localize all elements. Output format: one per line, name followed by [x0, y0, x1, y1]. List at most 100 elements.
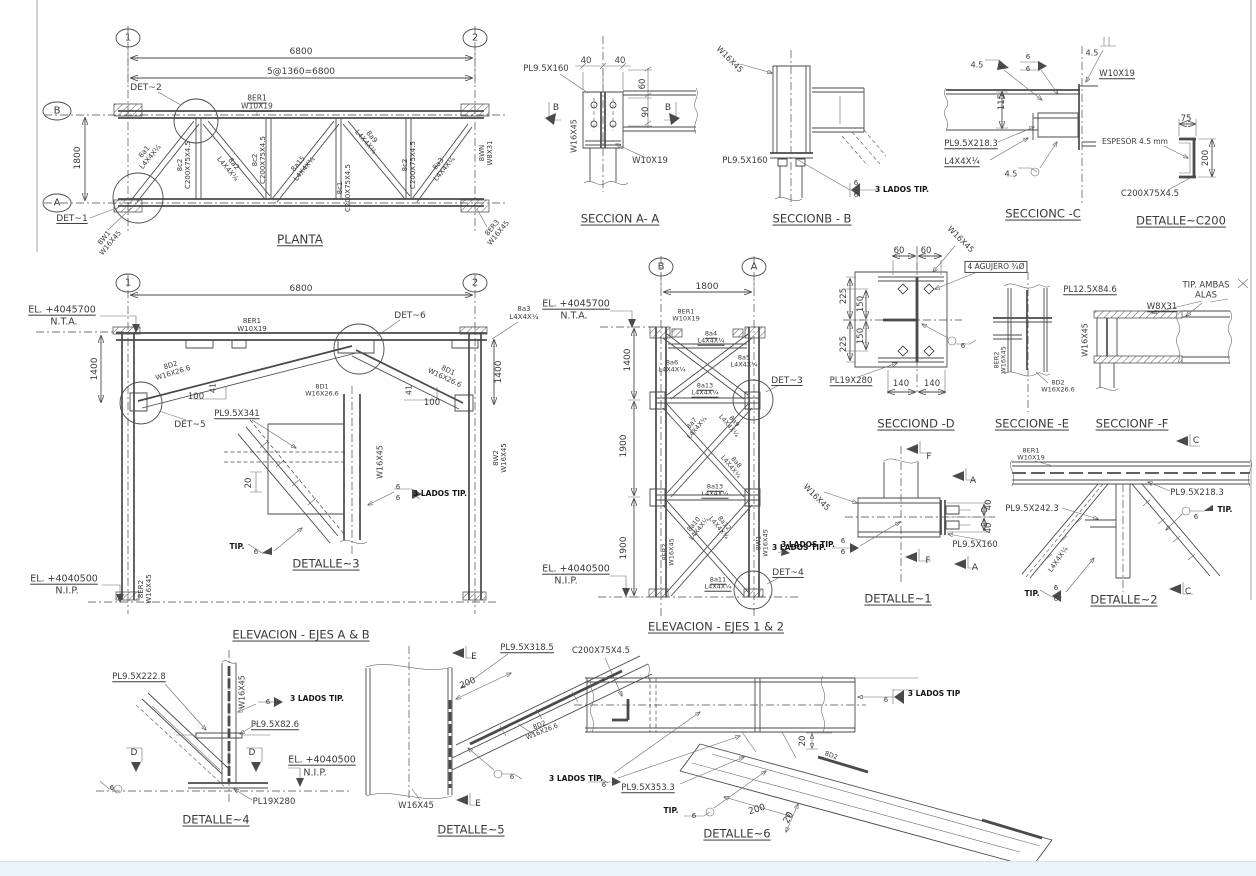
title-detalle-3: DETALLE~3 — [292, 556, 360, 571]
weld-6-secbb-bot: 6 — [853, 191, 859, 200]
seccion-ee-linework — [993, 272, 1052, 412]
weld-6-det6-left: 6 — [601, 781, 607, 790]
label-nip-12: N.I.P. — [554, 575, 578, 587]
seccion-dd-linework — [843, 246, 976, 394]
dim-115-seccc: 115 — [997, 93, 1008, 111]
weld-3lados-det6-right: 3 LADOS TIP — [907, 688, 961, 698]
weld-tip-det6: TIP. — [663, 805, 679, 815]
det1-callout: DET~1 — [56, 213, 88, 224]
weld-45-seccc-bottom: 4.5 — [1004, 169, 1018, 179]
label-el-4040500-12: EL. +4040500 — [542, 563, 610, 575]
det2-circle — [174, 99, 218, 143]
weld-6-det3-left: 6 — [253, 548, 259, 557]
title-elev-12: ELEVACION - EJES 1 & 2 — [647, 619, 785, 634]
weld-3lados-det4: 3 LADOS TIP. — [290, 693, 344, 703]
label-pl95x160-det1: PL9.5X160 — [952, 540, 998, 551]
grid-bubble-1-plan: 1 — [124, 32, 132, 44]
grid-bubble-1-elev: 1 — [124, 277, 132, 289]
label-w16x45-det3: W16X45 — [375, 445, 385, 479]
label-el-4045700-12: EL. +4045700 — [542, 298, 610, 310]
elevacion-12-linework — [598, 256, 800, 616]
cut-f-top-det1: F — [926, 451, 932, 462]
weld-3lados-det3: 3 LADOS TIP. — [413, 488, 467, 498]
weld-6-det2-left-bot: 6 — [1053, 595, 1059, 604]
dim-20-det3: 20 — [244, 477, 255, 489]
label-c200-det6: C200X75X4.5 — [571, 646, 631, 657]
slope-41-right: 41 — [404, 384, 414, 396]
det1-circle — [113, 173, 163, 223]
cut-e-top-det5: E — [471, 651, 477, 662]
tag-8er2-elev12: 8ER2 W16X45 — [660, 538, 676, 566]
tag-8a3-elevab: 8a3 L4X4X¼ — [509, 305, 539, 321]
label-pl95x826: PL9.5X82.6 — [250, 720, 300, 731]
detalle-6-linework — [574, 658, 1052, 867]
label-w10x19-secaa: W10X19 — [632, 156, 668, 167]
label-w10x19-seccc: W10X19 — [1099, 69, 1135, 80]
title-detalle-2: DETALLE~2 — [1090, 592, 1158, 607]
tag-8a5: 8a5 L4X4X¼ — [730, 353, 758, 369]
tag-8d1-det3: 8D1 W16X26.6 — [305, 382, 339, 398]
tag-8w1-elev12: 8W1 W16X45 — [754, 529, 770, 557]
label-tip-ambas: TIP. AMBAS ALAS — [1182, 280, 1230, 300]
tag-8a13-upper: 8a13 L4X4X¼ — [691, 381, 719, 397]
cut-d-right-det4: D — [248, 747, 256, 758]
label-pl95x341: PL9.5X341 — [214, 409, 260, 420]
label-pl95x2423: PL9.5X242.3 — [1005, 504, 1059, 515]
label-c200-profile: C200X75X4.5 — [1120, 189, 1180, 200]
seccion-ff-linework — [1094, 279, 1248, 390]
label-pl19x280-det4: PL19X280 — [252, 797, 296, 808]
weld-3lados-det1: 3 LADOS TIP. — [772, 542, 826, 552]
dim-1400-elev12: 1400 — [622, 348, 633, 372]
grid-bubble-b-elev: B — [657, 261, 665, 273]
grid-bubble-a-elev: A — [750, 261, 758, 273]
weld-3lados-secbb: 3 LADOS TIP. — [875, 184, 929, 194]
dim-90-secaa: 90 — [641, 106, 652, 118]
det5-callout: DET~5 — [174, 419, 206, 430]
grid-bubble-2-plan: 2 — [471, 32, 479, 44]
label-pl95x2183-seccc: PL9.5X218.3 — [944, 139, 998, 150]
cut-c-top-det2: C — [1192, 435, 1200, 446]
seccion-cc-linework — [944, 37, 1116, 206]
dim-140-right-dd: 140 — [923, 379, 941, 390]
detalle-4-linework — [96, 650, 352, 802]
tag-8a13-lower: 8a13 L4X4X¼ — [701, 482, 729, 498]
cut-f-bot-det1: F — [925, 555, 931, 566]
weld-6-det4-top: 6 — [265, 698, 271, 707]
title-planta: PLANTA — [277, 232, 323, 247]
weld-tip-det2-right: TIP. — [1217, 504, 1233, 514]
title-seccion-cc: SECCIONC -C — [1005, 206, 1081, 221]
title-elev-ab: ELEVACION - EJES A & B — [232, 627, 370, 642]
slope-100-right: 100 — [423, 398, 441, 409]
planta-linework — [43, 26, 506, 234]
dim-1400-right-ab: 1400 — [493, 360, 504, 384]
weld-6-secbb-top: 6 — [853, 179, 859, 188]
label-el-4040500-det4: EL. +4040500 — [288, 754, 356, 766]
tag-8a11: 8a11 L4X4X¼ — [704, 575, 732, 591]
dim-225-top-dd: 225 — [839, 287, 850, 305]
weld-6-det5: 6 — [509, 773, 515, 782]
cut-a-bot-det1: A — [971, 562, 979, 573]
weld-6-det3-top: 6 — [395, 483, 401, 492]
dim-6800-plan: 6800 — [289, 46, 313, 57]
title-detalle-4: DETALLE~4 — [182, 812, 250, 827]
det3-circle — [733, 380, 773, 420]
dim-40-top-det1: 40 — [984, 499, 995, 511]
dim-1400-left-ab: 1400 — [89, 357, 100, 381]
label-pl95x160-secaa: PL9.5X160 — [523, 64, 569, 75]
dim-panels-plan: 5@1360=6800 — [266, 66, 336, 77]
elevacion-ab-linework — [36, 274, 518, 614]
weld-6-det2-right: 6 — [1193, 513, 1199, 522]
tag-8er1-det2: 8ER1 W10X19 — [1017, 446, 1045, 462]
weld-6-seccc-bot: 6 — [1025, 65, 1031, 74]
weld-6-det2-left-top: 6 — [1053, 584, 1059, 593]
dim-1900-lower: 1900 — [618, 536, 629, 560]
cut-b-left-secaa: B — [552, 102, 560, 113]
label-w16x45-secff: W16X45 — [1080, 323, 1090, 357]
title-detalle-6: DETALLE~6 — [703, 826, 771, 841]
tag-8er2-secee: 8ER2 W16X45 — [992, 346, 1008, 374]
slope-41-left: 41 — [208, 382, 218, 394]
det4-callout: DET~4 — [772, 567, 804, 578]
page-bottom-strip — [0, 861, 1256, 876]
